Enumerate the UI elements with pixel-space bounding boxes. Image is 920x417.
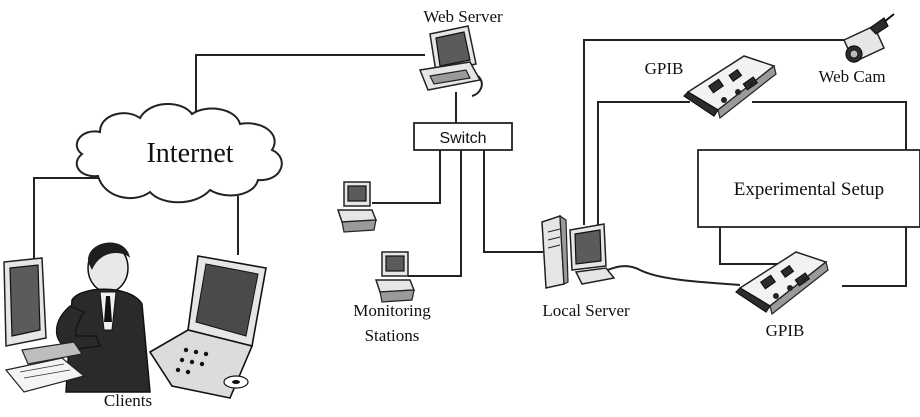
link-internet-client-desktop <box>33 177 98 262</box>
local-server-label: Local Server <box>542 301 630 320</box>
link-setup-gpib-bottom-right <box>842 227 907 287</box>
link-localserver-gpib-bottom <box>599 265 741 286</box>
connection-lines <box>33 39 907 287</box>
gpib-card-icon <box>683 55 777 120</box>
web-cam-icon <box>843 13 895 63</box>
experimental-setup-label: Experimental Setup <box>734 179 884 200</box>
monitoring-stations-label-line1: Monitoring <box>353 301 431 320</box>
internet-label: Internet <box>146 138 233 169</box>
web-server-label: Web Server <box>423 7 503 26</box>
link-setup-gpib-bottom <box>719 227 785 265</box>
local-server-tower-icon <box>541 214 616 289</box>
experimental-setup-box <box>697 149 920 228</box>
gpib-top-label: GPIB <box>645 59 684 78</box>
link-switch-localserver <box>483 150 543 253</box>
link-gpib-top-setup <box>752 101 907 150</box>
client-desktop-monitor-icon <box>3 257 47 347</box>
clients-label: Clients <box>104 391 152 410</box>
link-switch-monitor2 <box>408 150 462 277</box>
link-switch-monitor1 <box>372 150 441 204</box>
diagram-labels: Web Server Internet Switch GPIB Web Cam … <box>104 7 886 410</box>
link-internet-webserver <box>195 54 425 116</box>
link-localserver-gpib-top <box>597 101 690 232</box>
gpib-bottom-label: GPIB <box>766 321 805 340</box>
monitoring-station-computer-icon <box>374 251 416 303</box>
gpib-card-icon <box>735 251 829 316</box>
web-cam-label: Web Cam <box>818 67 885 86</box>
switch-label: Switch <box>439 130 486 147</box>
web-server-computer-icon <box>418 25 483 97</box>
monitoring-stations-label-line2: Stations <box>365 326 420 345</box>
switch-box <box>413 122 513 151</box>
internet-cloud-icon <box>75 102 283 204</box>
link-localserver-webcam <box>583 39 852 225</box>
monitoring-station-computer-icon <box>336 181 378 233</box>
client-person-icon <box>4 242 151 393</box>
client-laptop-icon <box>148 255 267 399</box>
